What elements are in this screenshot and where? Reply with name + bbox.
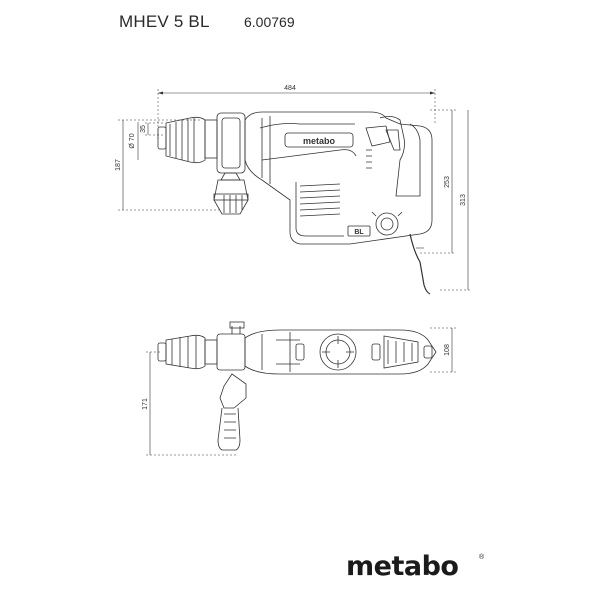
- tool-bl-badge: BL: [354, 229, 364, 236]
- speed-dial: [375, 212, 399, 236]
- dim-overall-length: 484: [284, 85, 296, 92]
- registered-mark: ®: [479, 554, 485, 561]
- dim-handle-offset: 171: [142, 398, 149, 410]
- dim-chuck-diameter: Ø 70: [129, 133, 136, 148]
- dim-total-height: 313: [460, 194, 467, 206]
- metabo-logo: metabo: [346, 551, 459, 582]
- tool-brand-label: metabo: [303, 136, 336, 146]
- article-number: 6.00769: [244, 14, 295, 30]
- dim-handle-height: 187: [115, 159, 122, 171]
- model-title: MHEV 5 BL: [119, 12, 210, 31]
- dim-top-width: 108: [444, 344, 451, 356]
- dim-body-height: 253: [444, 176, 451, 188]
- dim-shank: 35: [140, 125, 147, 133]
